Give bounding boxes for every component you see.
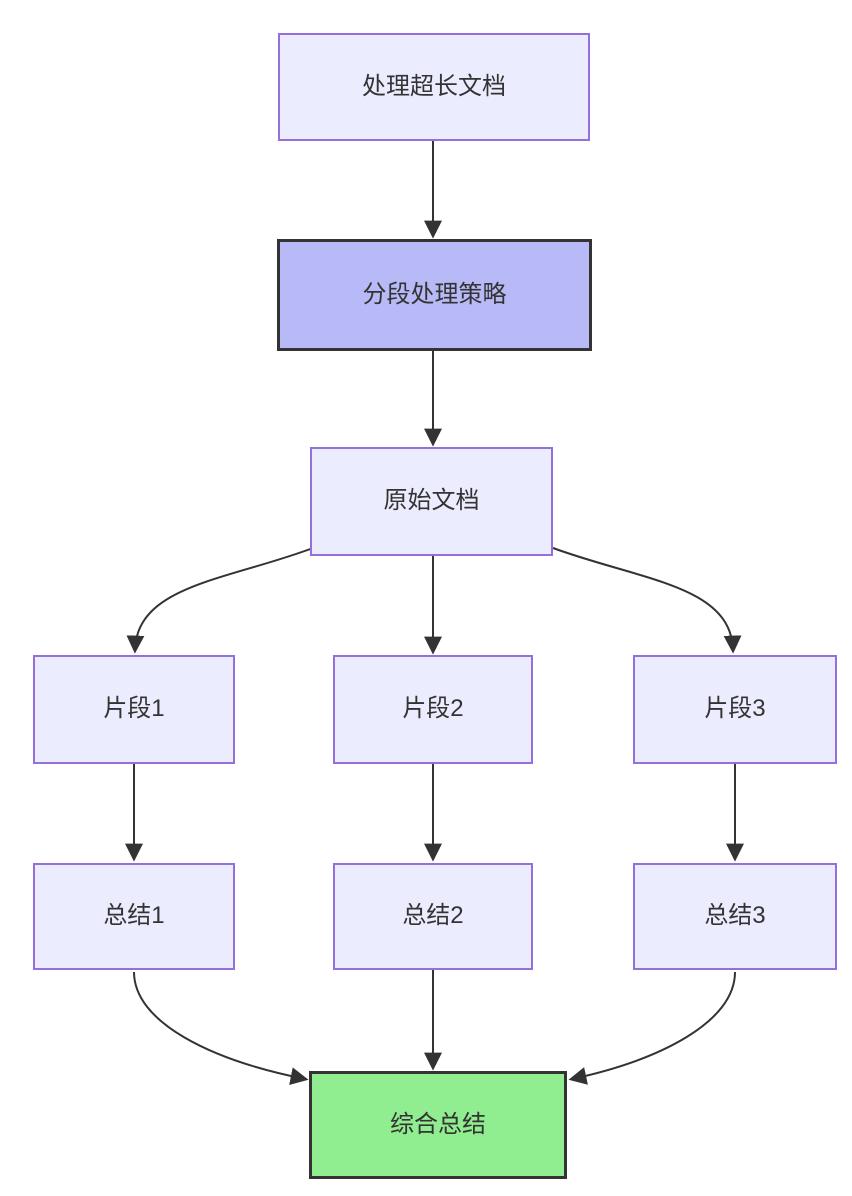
node-label: 总结2 xyxy=(402,902,464,930)
edge-original-frag3 xyxy=(552,547,742,654)
node-process-long-document: 处理超长文档 xyxy=(278,33,590,141)
edge-sum1-final xyxy=(133,971,309,1085)
node-label: 片段3 xyxy=(704,695,766,723)
node-fragment-3: 片段3 xyxy=(633,655,837,764)
node-label: 原始文档 xyxy=(383,487,480,515)
node-label: 综合总结 xyxy=(390,1110,486,1138)
node-combined-summary: 综合总结 xyxy=(309,1071,567,1179)
node-label: 总结3 xyxy=(704,902,766,930)
node-summary-2: 总结2 xyxy=(333,863,533,970)
node-summary-3: 总结3 xyxy=(633,863,837,970)
node-segmentation-strategy: 分段处理策略 xyxy=(277,239,592,351)
node-label: 片段1 xyxy=(103,695,165,723)
edge-sum3-final xyxy=(568,971,736,1085)
node-original-document: 原始文档 xyxy=(310,447,553,556)
node-label: 片段2 xyxy=(402,695,464,723)
node-label: 总结1 xyxy=(103,902,165,930)
node-fragment-2: 片段2 xyxy=(333,655,533,764)
node-fragment-1: 片段1 xyxy=(33,655,235,764)
node-label: 分段处理策略 xyxy=(362,280,507,308)
node-summary-1: 总结1 xyxy=(33,863,235,970)
node-label: 处理超长文档 xyxy=(362,72,506,100)
edge-original-frag1 xyxy=(126,547,314,654)
